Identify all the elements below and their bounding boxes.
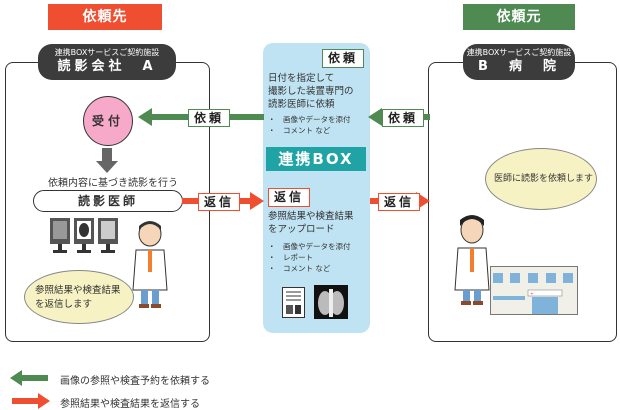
reply-arrow-label: 返信 [198,193,240,211]
down-arrow-icon [96,148,118,173]
bullet-item: ・ レポート [268,253,313,262]
process-text: 依頼内容に基づき読影を行う [48,178,178,189]
hospital-building-icon: + [490,266,578,315]
doctor-illustration [454,215,490,305]
request-bullets: ・ 画像やデータを添付 ・ コメント など [268,114,370,136]
bullet-item: ・ 画像やデータを添付 [268,242,351,251]
legend-request-text: 画像の参照や検査予約を依頼する [60,376,210,387]
speech-line: 参照結果や検査結果 [35,285,121,296]
renkei-box-title: 連携BOX [266,147,366,171]
bullet-item: ・ 画像やデータを添付 [268,115,351,124]
chest-xray-icon [314,285,348,319]
radiologist-illustration [132,221,168,308]
legend-reply-text: 参照結果や検査結果を返信する [60,399,200,410]
legend-green-arrow-icon [10,370,48,386]
reception-circle: 受付 [83,96,133,146]
reply-tag: 返信 [268,188,310,207]
bullet-item: ・ コメント など [268,126,331,135]
monitors-icon [50,218,118,253]
request-arrow-label: 依頼 [382,109,424,127]
request-line: 日付を指定して [268,73,335,84]
request-line: 撮影した装置専門の [268,86,354,97]
radiologist-label: 読影医師 [33,190,183,212]
reply-description: 参照結果や検査結果 をアップロード [268,210,370,236]
radiologist-speech-bubble: 参照結果や検査結果 を返信します [24,270,134,324]
facility-subtitle: 連携BOXサービスご契約施設 [54,48,160,57]
reply-bullets: ・ 画像やデータを添付 ・ レポート ・ コメント など [268,241,370,274]
request-line: 読影医師に依頼 [268,99,335,110]
reply-line: をアップロード [268,224,335,235]
speech-line: を返信します [35,299,93,310]
request-tag: 依頼 [322,49,364,68]
bullet-item: ・ コメント など [268,264,331,273]
header-source: 依頼元 [463,4,575,30]
svg-text:+: + [530,291,534,297]
facility-name: B 病 院 [478,59,560,74]
report-document-icon [282,287,305,318]
hospital-title: 連携BOXサービスご契約施設 B 病 院 [463,44,575,80]
reading-company-title: 連携BOXサービスご契約施設 読影会社 A [38,44,176,80]
request-arrow-label: 依頼 [188,109,230,127]
speech-text: 医師に読影を依頼します [494,174,594,184]
request-description: 日付を指定して 撮影した装置専門の 読影医師に依頼 [268,72,370,111]
reply-line: 参照結果や検査結果 [268,211,354,222]
facility-name: 読影会社 A [57,59,157,74]
hospital-speech-bubble: 医師に読影を依頼します [485,148,597,210]
header-destination: 依頼先 [48,4,162,30]
facility-subtitle: 連携BOXサービスご契約施設 [466,48,572,57]
reply-arrow-label: 返信 [378,193,420,211]
legend-red-arrow-icon [12,393,50,409]
